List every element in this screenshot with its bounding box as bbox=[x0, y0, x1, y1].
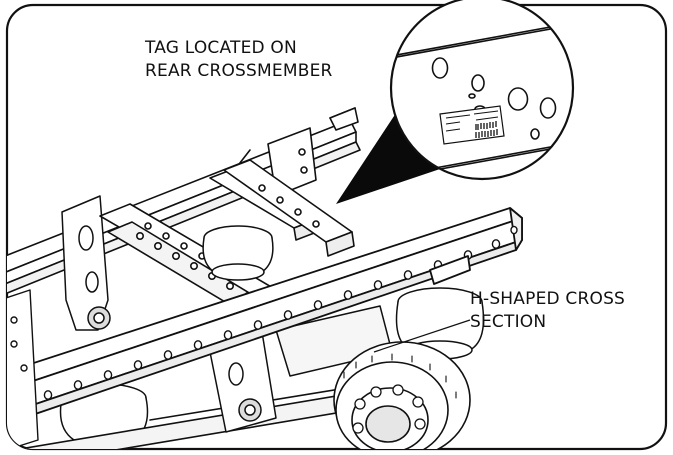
identification-tag bbox=[439, 105, 505, 145]
frame-web-left bbox=[7, 289, 39, 449]
cross-section-leader bbox=[373, 319, 471, 353]
tag-leader bbox=[336, 110, 443, 204]
wheel-hub bbox=[333, 341, 471, 449]
cross-section-callout-line-1: H-SHAPED CROSS bbox=[470, 289, 626, 309]
cross-section-callout: H-SHAPED CROSS SECTION bbox=[470, 288, 625, 334]
air-spring-rear bbox=[202, 225, 274, 281]
tag-callout-line-2: REAR CROSSMEMBER bbox=[145, 61, 333, 81]
tag-detail-magnifier bbox=[389, 0, 575, 181]
lower-side-rail bbox=[7, 207, 523, 427]
tag-location-callout: TAG LOCATED ON REAR CROSSMEMBER bbox=[145, 37, 333, 83]
cross-section-callout-line-2: SECTION bbox=[470, 312, 547, 332]
crossmember-middle bbox=[223, 159, 355, 257]
hanger-bracket-left bbox=[61, 195, 111, 331]
tag-callout-line-1: TAG LOCATED ON bbox=[145, 38, 297, 58]
trailing-arm bbox=[209, 305, 393, 433]
